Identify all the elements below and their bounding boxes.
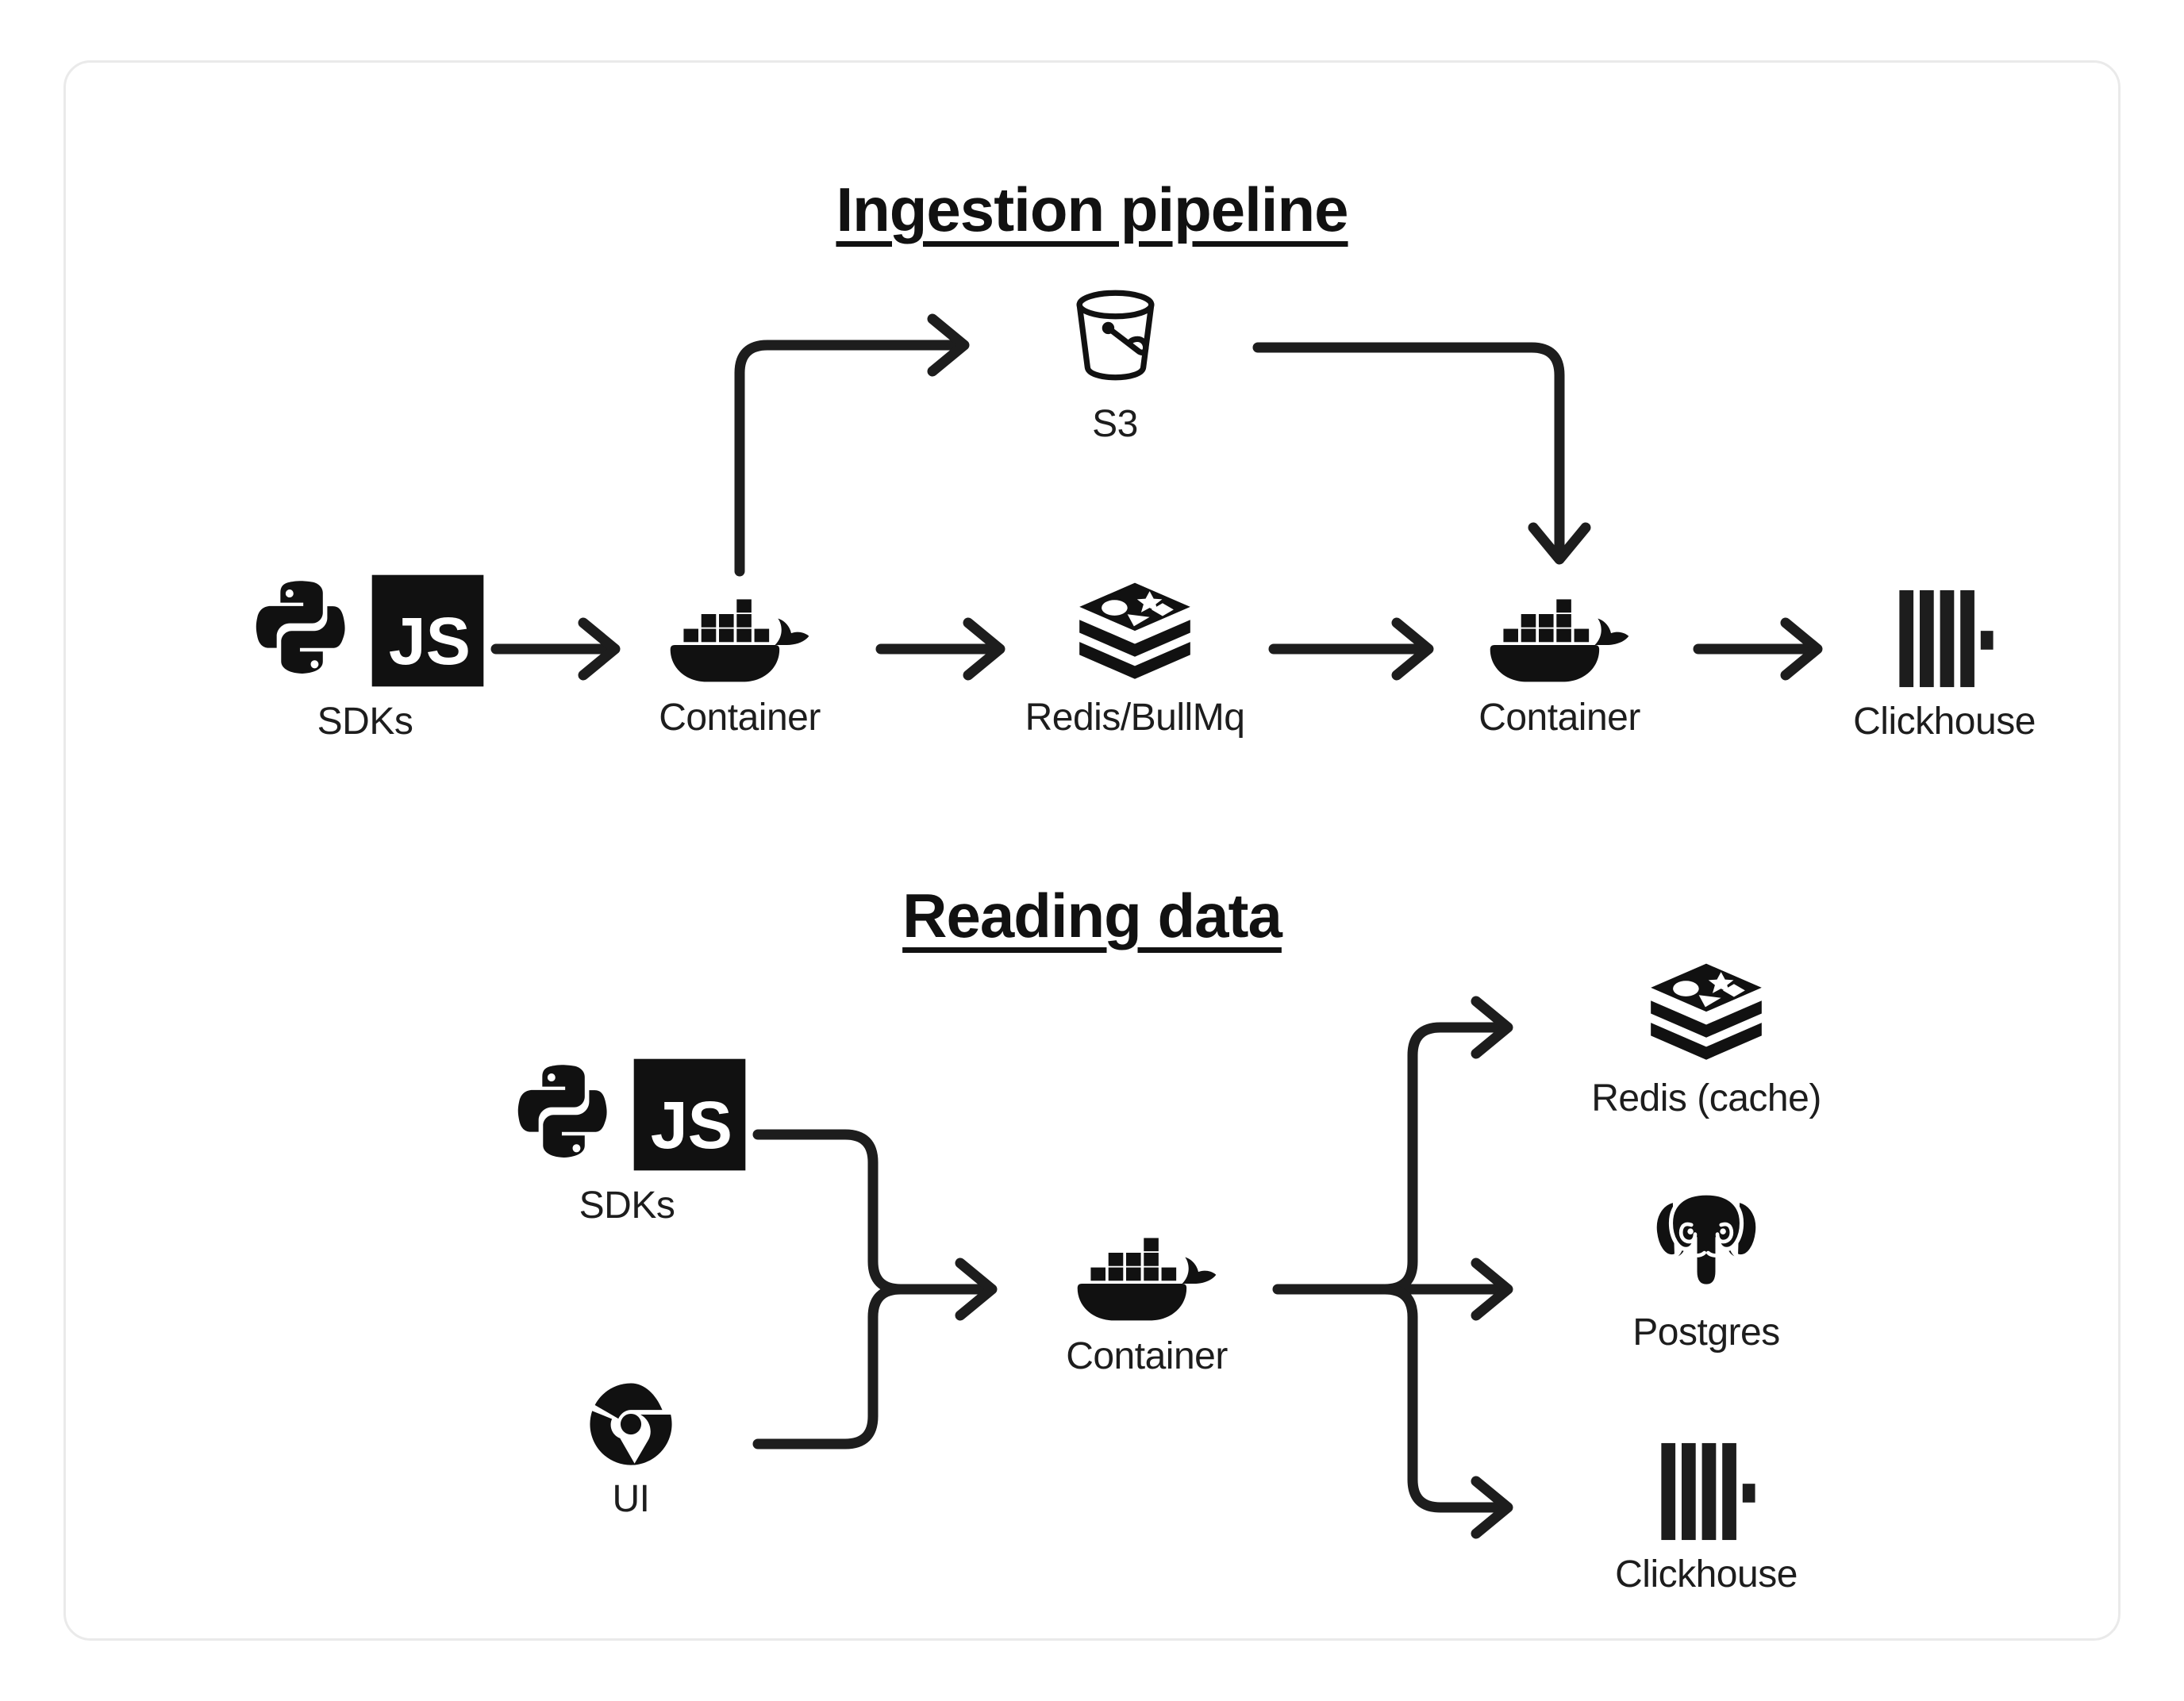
node-label-ui: UI <box>612 1478 651 1520</box>
docker-icon-wrap-3 <box>1071 1222 1222 1325</box>
node-s3[interactable]: S3 <box>1036 278 1194 446</box>
clickhouse-icon <box>1660 1442 1755 1541</box>
node-label-sdks-read: SDKs <box>579 1185 675 1227</box>
node-ui[interactable]: UI <box>556 1377 706 1521</box>
bucket-icon <box>1076 290 1154 381</box>
docker-icon <box>670 599 809 682</box>
node-label-postgres: Postgres <box>1632 1311 1780 1354</box>
docker-icon <box>1077 1238 1217 1321</box>
node-label-s3: S3 <box>1092 403 1138 445</box>
node-sdks-read[interactable]: JS SDKs <box>500 1055 754 1227</box>
node-sdks[interactable]: JS SDKs <box>238 571 492 743</box>
clickhouse-icon-wrap-2 <box>1657 1436 1756 1543</box>
svg-text:JS: JS <box>389 604 471 678</box>
redis-icon <box>1079 582 1190 679</box>
javascript-icon: JS <box>371 574 484 687</box>
redis-cache-icon-wrap <box>1647 960 1766 1067</box>
node-label-redis-cache: Redis (cache) <box>1591 1077 1821 1119</box>
node-clickhouse-2[interactable]: Clickhouse <box>1548 1436 1865 1596</box>
node-label-clickhouse-2: Clickhouse <box>1615 1553 1798 1595</box>
chrome-icon <box>590 1383 672 1465</box>
node-clickhouse[interactable]: Clickhouse <box>1825 575 2063 743</box>
node-label-container-1: Container <box>659 697 821 739</box>
redis-icon-wrap <box>1075 579 1194 686</box>
chrome-icon-wrap <box>587 1377 675 1468</box>
docker-icon-wrap <box>664 583 815 686</box>
node-container-2[interactable]: Container <box>1464 583 1655 739</box>
postgres-icon <box>1652 1191 1760 1288</box>
python-icon <box>517 1065 607 1158</box>
section-title-reading: Reading data <box>902 881 1282 950</box>
clickhouse-icon-wrap <box>1895 575 1994 690</box>
section-title-ingestion: Ingestion pipeline <box>836 175 1348 244</box>
docker-icon <box>1490 599 1629 682</box>
node-label-sdks: SDKs <box>317 701 413 743</box>
svg-text:JS: JS <box>651 1088 732 1162</box>
bucket-icon-wrap <box>1058 278 1173 393</box>
node-label-clickhouse: Clickhouse <box>1853 701 2036 743</box>
javascript-icon: JS <box>633 1058 746 1171</box>
node-container-1[interactable]: Container <box>644 583 835 739</box>
node-redis-cache[interactable]: Redis (cache) <box>1532 960 1881 1120</box>
redis-icon <box>1651 963 1762 1060</box>
node-label-container-3: Container <box>1066 1335 1228 1377</box>
node-label-redis-bullmq: Redis/BullMq <box>1025 697 1245 739</box>
node-container-3[interactable]: Container <box>1052 1222 1242 1378</box>
diagram-card: Ingestion pipeline Reading data <box>63 60 2121 1641</box>
python-icon <box>256 581 345 674</box>
docker-icon-wrap-2 <box>1484 583 1635 686</box>
sdks-read-icon-group: JS <box>505 1055 749 1174</box>
sdks-icon-group: JS <box>243 571 487 690</box>
node-postgres[interactable]: Postgres <box>1567 1182 1845 1354</box>
node-label-container-2: Container <box>1478 697 1640 739</box>
node-redis-bullmq[interactable]: Redis/BullMq <box>992 579 1278 739</box>
postgres-icon-wrap <box>1647 1182 1766 1301</box>
clickhouse-icon <box>1898 589 1994 688</box>
